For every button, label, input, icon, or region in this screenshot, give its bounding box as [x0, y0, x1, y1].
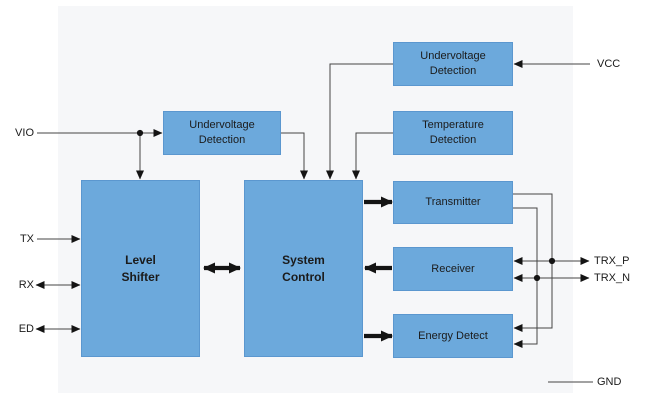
block-label: Undervoltage Detection: [189, 119, 255, 146]
pin-label-vcc: VCC: [597, 58, 621, 70]
block-label: Temperature Detection: [422, 119, 484, 146]
block-label: Energy Detect: [418, 329, 488, 342]
block-temperature-detection: Temperature Detection: [393, 111, 513, 155]
pin-label-trx-p: TRX_P: [594, 255, 630, 267]
block-label: Receiver: [431, 262, 475, 275]
block-label: Transmitter: [425, 196, 481, 209]
block-undervoltage-detection-vio: Undervoltage Detection: [163, 111, 281, 155]
block-label: System Control: [282, 253, 325, 284]
pin-label-gnd: GND: [597, 376, 622, 388]
block-undervoltage-detection-vcc: Undervoltage Detection: [393, 42, 513, 86]
block-label: Undervoltage Detection: [420, 50, 486, 77]
block-label: Level Shifter: [121, 253, 160, 284]
pin-label-tx: TX: [19, 233, 34, 245]
pin-label-rx: RX: [18, 279, 34, 291]
block-receiver: Receiver: [393, 247, 513, 291]
pin-label-vio: VIO: [15, 127, 34, 139]
block-level-shifter: Level Shifter: [81, 180, 200, 357]
pin-label-ed: ED: [18, 323, 34, 335]
block-transmitter: Transmitter: [393, 181, 513, 224]
block-energy-detect: Energy Detect: [393, 314, 513, 358]
pin-label-trx-n: TRX_N: [594, 272, 631, 284]
block-system-control: System Control: [244, 180, 363, 357]
